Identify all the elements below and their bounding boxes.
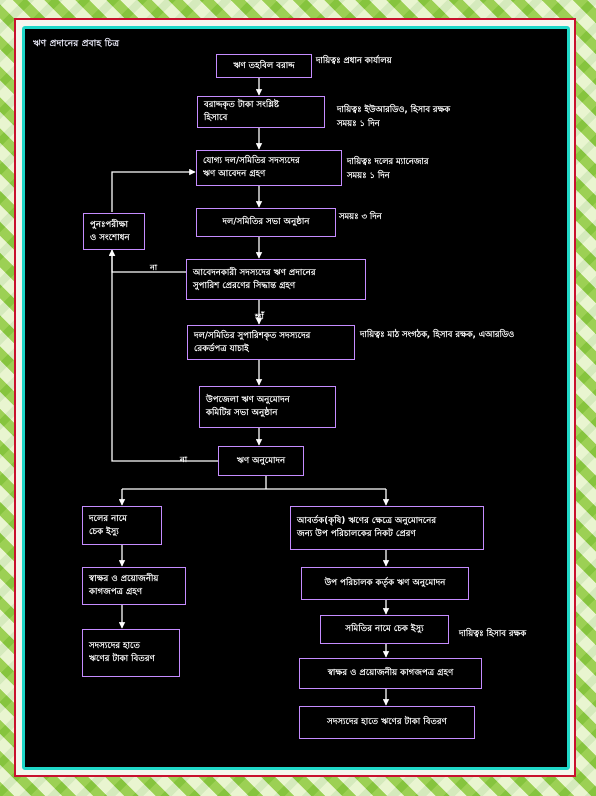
- left-distribute-money-line1: সদস্যদের হাতে: [89, 641, 140, 651]
- step-loan-approval-text: ঋণ অনুমোদন: [236, 455, 286, 466]
- label-no-2: না: [180, 455, 188, 464]
- left-sign-documents: স্বাক্ষর ও প্রয়োজনীয় কাগজপত্র গ্রহণ: [82, 567, 186, 605]
- right-sign-documents: স্বাক্ষর ও প্রয়োজনীয় কাগজপত্র গ্রহণ: [299, 658, 482, 689]
- step-verify-records-line1: দল/সমিতির সুপারিশকৃত সদস্যদের: [194, 330, 311, 341]
- right-distribute-money: সদস্যদের হাতে ঋণের টাকা বিতরণ: [299, 706, 475, 739]
- note-time-1-day-b: সময়ঃ ১ দিন: [347, 170, 390, 180]
- note-urdo-accountant: দায়িত্বঃ ইউআরডিও, হিসাব রক্ষক: [337, 104, 451, 114]
- note-field-organizer: দায়িত্বঃ মাঠ সংগঠক, হিসাব রক্ষক, এআরডিও: [360, 329, 515, 339]
- step-receive-application: যোগ্য দল/সমিতির সদস্যদের ঋণ আবেদন গ্রহণ: [196, 150, 342, 186]
- step-fund-allocation: ঋণ তহবিল বরাদ্দ: [216, 54, 312, 78]
- left-sign-documents-line1: স্বাক্ষর ও প্রয়োজনীয়: [89, 574, 159, 584]
- note-time-3-days: সময়ঃ ৩ দিন: [339, 211, 382, 221]
- step-fund-allocation-text: ঋণ তহবিল বরাদ্দ: [233, 60, 295, 71]
- arrow-review-to-s3: [111, 168, 196, 212]
- right-sign-documents-text: স্বাক্ষর ও প্রয়োজনীয় কাগজপত্র গ্রহণ: [327, 668, 454, 678]
- step-recommend-decision: আবেদনকারী সদস্যদের ঋণ প্রদানের সুপারিশ প…: [186, 259, 366, 300]
- right-deputy-approval-text: উপ পরিচালক কর্তৃক ঋণ অনুমোদন: [324, 578, 446, 588]
- note-group-manager: দায়িত্বঃ দলের ম্যানেজার: [347, 156, 429, 166]
- step-recommend-decision-line2: সুপারিশ প্রেরণের সিদ্ধান্ত গ্রহণ: [193, 280, 296, 291]
- right-deputy-approval: উপ পরিচালক কর্তৃক ঋণ অনুমোদন: [301, 567, 469, 600]
- note-accountant: দায়িত্বঃ হিসাব রক্ষক: [459, 628, 527, 638]
- step-allocated-money-line1: বরাদ্দকৃত টাকা সংশ্লিষ্ট: [204, 100, 280, 110]
- step-receive-application-line1: যোগ্য দল/সমিতির সদস্যদের: [203, 156, 300, 166]
- right-distribute-money-text: সদস্যদের হাতে ঋণের টাকা বিতরণ: [327, 717, 447, 727]
- right-cheque-society: সমিতির নামে চেক ইস্যু: [320, 615, 449, 644]
- label-no-1: না: [150, 263, 158, 272]
- step-review-revision-line1: পুনঃপরীক্ষা: [90, 219, 129, 230]
- page-title: ঋণ প্রদানের প্রবাহ চিত্র: [33, 39, 120, 49]
- right-send-to-deputy-line2: জন্য উপ পরিচালকের নিকট প্রেরণ: [297, 529, 416, 539]
- left-cheque-group-line2: চেক ইস্যু: [89, 526, 119, 537]
- note-head-office: দায়িত্বঃ প্রধান কার্যালয়: [316, 55, 392, 65]
- step-group-meeting: দল/সমিতির সভা অনুষ্ঠান: [196, 208, 336, 237]
- step-verify-records: দল/সমিতির সুপারিশকৃত সদস্যদের রেকর্ডপত্র…: [187, 325, 355, 360]
- step-allocated-money-line2: হিসাবে: [204, 113, 228, 123]
- step-upazila-committee-line1: উপজেলা ঋণ অনুমোদন: [206, 395, 290, 405]
- left-cheque-group-line1: দলের নামে: [89, 513, 127, 524]
- step-review-revision-line2: ও সংশোধন: [90, 232, 130, 243]
- step-review-revision: পুনঃপরীক্ষা ও সংশোধন: [83, 213, 145, 250]
- left-distribute-money: সদস্যদের হাতে ঋণের টাকা বিতরণ: [82, 629, 180, 677]
- step-receive-application-line2: ঋণ আবেদন গ্রহণ: [203, 169, 266, 179]
- step-loan-approval: ঋণ অনুমোদন: [218, 446, 304, 476]
- left-cheque-group: দলের নামে চেক ইস্যু: [82, 506, 162, 545]
- right-cheque-society-text: সমিতির নামে চেক ইস্যু: [345, 624, 424, 634]
- arrow-s5-no-to-review: [108, 249, 186, 273]
- step-verify-records-line2: রেকর্ডপত্র যাচাই: [194, 343, 249, 354]
- step-upazila-committee: উপজেলা ঋণ অনুমোদন কমিটির সভা অনুষ্ঠান: [199, 386, 336, 428]
- left-distribute-money-line2: ঋণের টাকা বিতরণ: [89, 654, 155, 664]
- right-send-to-deputy: আবর্তক(কৃষি) ঋণের ক্ষেত্রে অনুমোদনের জন্…: [290, 506, 484, 550]
- right-send-to-deputy-line1: আবর্তক(কৃষি) ঋণের ক্ষেত্রে অনুমোদনের: [297, 516, 437, 526]
- step-recommend-decision-line1: আবেদনকারী সদস্যদের ঋণ প্রদানের: [193, 267, 316, 278]
- left-sign-documents-line2: কাগজপত্র গ্রহণ: [89, 587, 143, 597]
- label-yes: হ্যাঁ: [255, 312, 264, 321]
- step-upazila-committee-line2: কমিটির সভা অনুষ্ঠান: [206, 408, 278, 418]
- step-allocated-money: বরাদ্দকৃত টাকা সংশ্লিষ্ট হিসাবে: [197, 96, 325, 128]
- arrow-s8-no-to-review: [108, 249, 218, 462]
- step-group-meeting-text: দল/সমিতির সভা অনুষ্ঠান: [222, 217, 310, 227]
- note-time-1-day-a: সময়ঃ ১ দিন: [337, 118, 380, 128]
